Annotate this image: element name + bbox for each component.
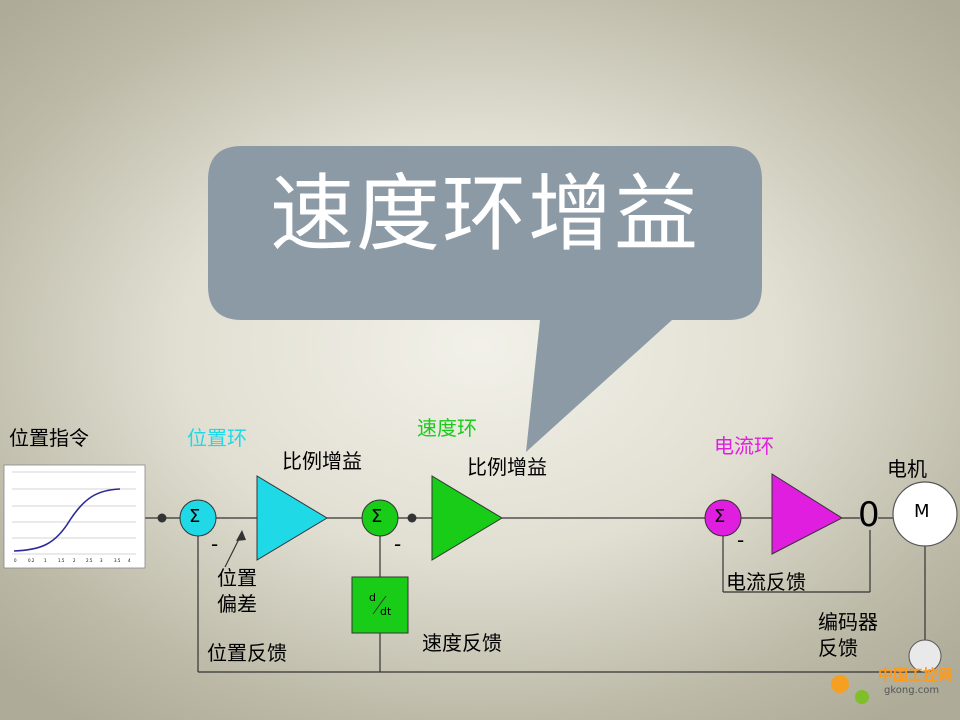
label-encoder-feedback: 编码器反馈 <box>818 610 878 660</box>
derivative-dt: dt <box>380 605 392 618</box>
error-arrow-head <box>236 530 246 541</box>
label-position-command: 位置指令 <box>9 426 89 450</box>
derivative-d: d <box>369 591 376 604</box>
sum-junction-speed <box>361 499 399 537</box>
callout-bubble <box>208 146 762 452</box>
sigma-current: Σ <box>714 506 726 527</box>
label-position-feedback: 位置反馈 <box>207 641 287 665</box>
label-motor: 电机 <box>887 457 927 481</box>
callout-title: 速度环增益 <box>269 165 700 263</box>
label-position-error: 位置偏差 <box>217 566 257 616</box>
label-current-feedback: 电流反馈 <box>726 570 806 594</box>
junction-dot-speed <box>407 513 417 523</box>
watermark-sub: gkong.com <box>884 685 940 696</box>
label-current-loop: 电流环 <box>714 434 774 458</box>
minus-current: - <box>737 528 745 552</box>
position-command-chart: 0 0.2 1 1.5 2 2.5 3 3.5 4 <box>3 464 146 569</box>
watermark: 中国工控网 gkong.com <box>826 664 956 714</box>
motor-letter: M <box>914 501 930 522</box>
svg-text:1: 1 <box>44 558 47 563</box>
watermark-text: 中国工控网 <box>878 666 954 684</box>
motor-symbol <box>892 481 958 547</box>
signal-wires <box>145 517 926 673</box>
svg-text:2: 2 <box>73 558 76 563</box>
sigma-position: Σ <box>189 506 201 527</box>
current-zero: 0 <box>858 495 880 535</box>
gear-icon <box>831 675 869 704</box>
svg-text:1.5: 1.5 <box>58 558 65 563</box>
label-speed-feedback: 速度反馈 <box>422 631 502 655</box>
svg-text:3: 3 <box>100 558 103 563</box>
svg-text:4: 4 <box>128 558 131 563</box>
gain-block-current <box>771 473 844 555</box>
label-prop-gain-2: 比例增益 <box>467 455 547 479</box>
sum-junction-position <box>179 499 217 537</box>
sum-junction-current <box>704 499 742 537</box>
encoder-symbol <box>908 639 942 673</box>
gain-block-position <box>256 475 328 561</box>
svg-text:3.5: 3.5 <box>114 558 121 563</box>
svg-text:0: 0 <box>14 558 17 563</box>
gain-block-speed <box>431 475 503 561</box>
label-prop-gain-1: 比例增益 <box>282 449 362 473</box>
minus-position: - <box>211 532 219 556</box>
label-speed-loop: 速度环 <box>417 416 477 440</box>
sigma-speed: Σ <box>371 506 383 527</box>
svg-text:2.5: 2.5 <box>86 558 93 563</box>
svg-text:0.2: 0.2 <box>28 558 35 563</box>
label-position-loop: 位置环 <box>187 426 247 450</box>
minus-speed: - <box>394 532 402 556</box>
junction-dot-input <box>157 513 167 523</box>
